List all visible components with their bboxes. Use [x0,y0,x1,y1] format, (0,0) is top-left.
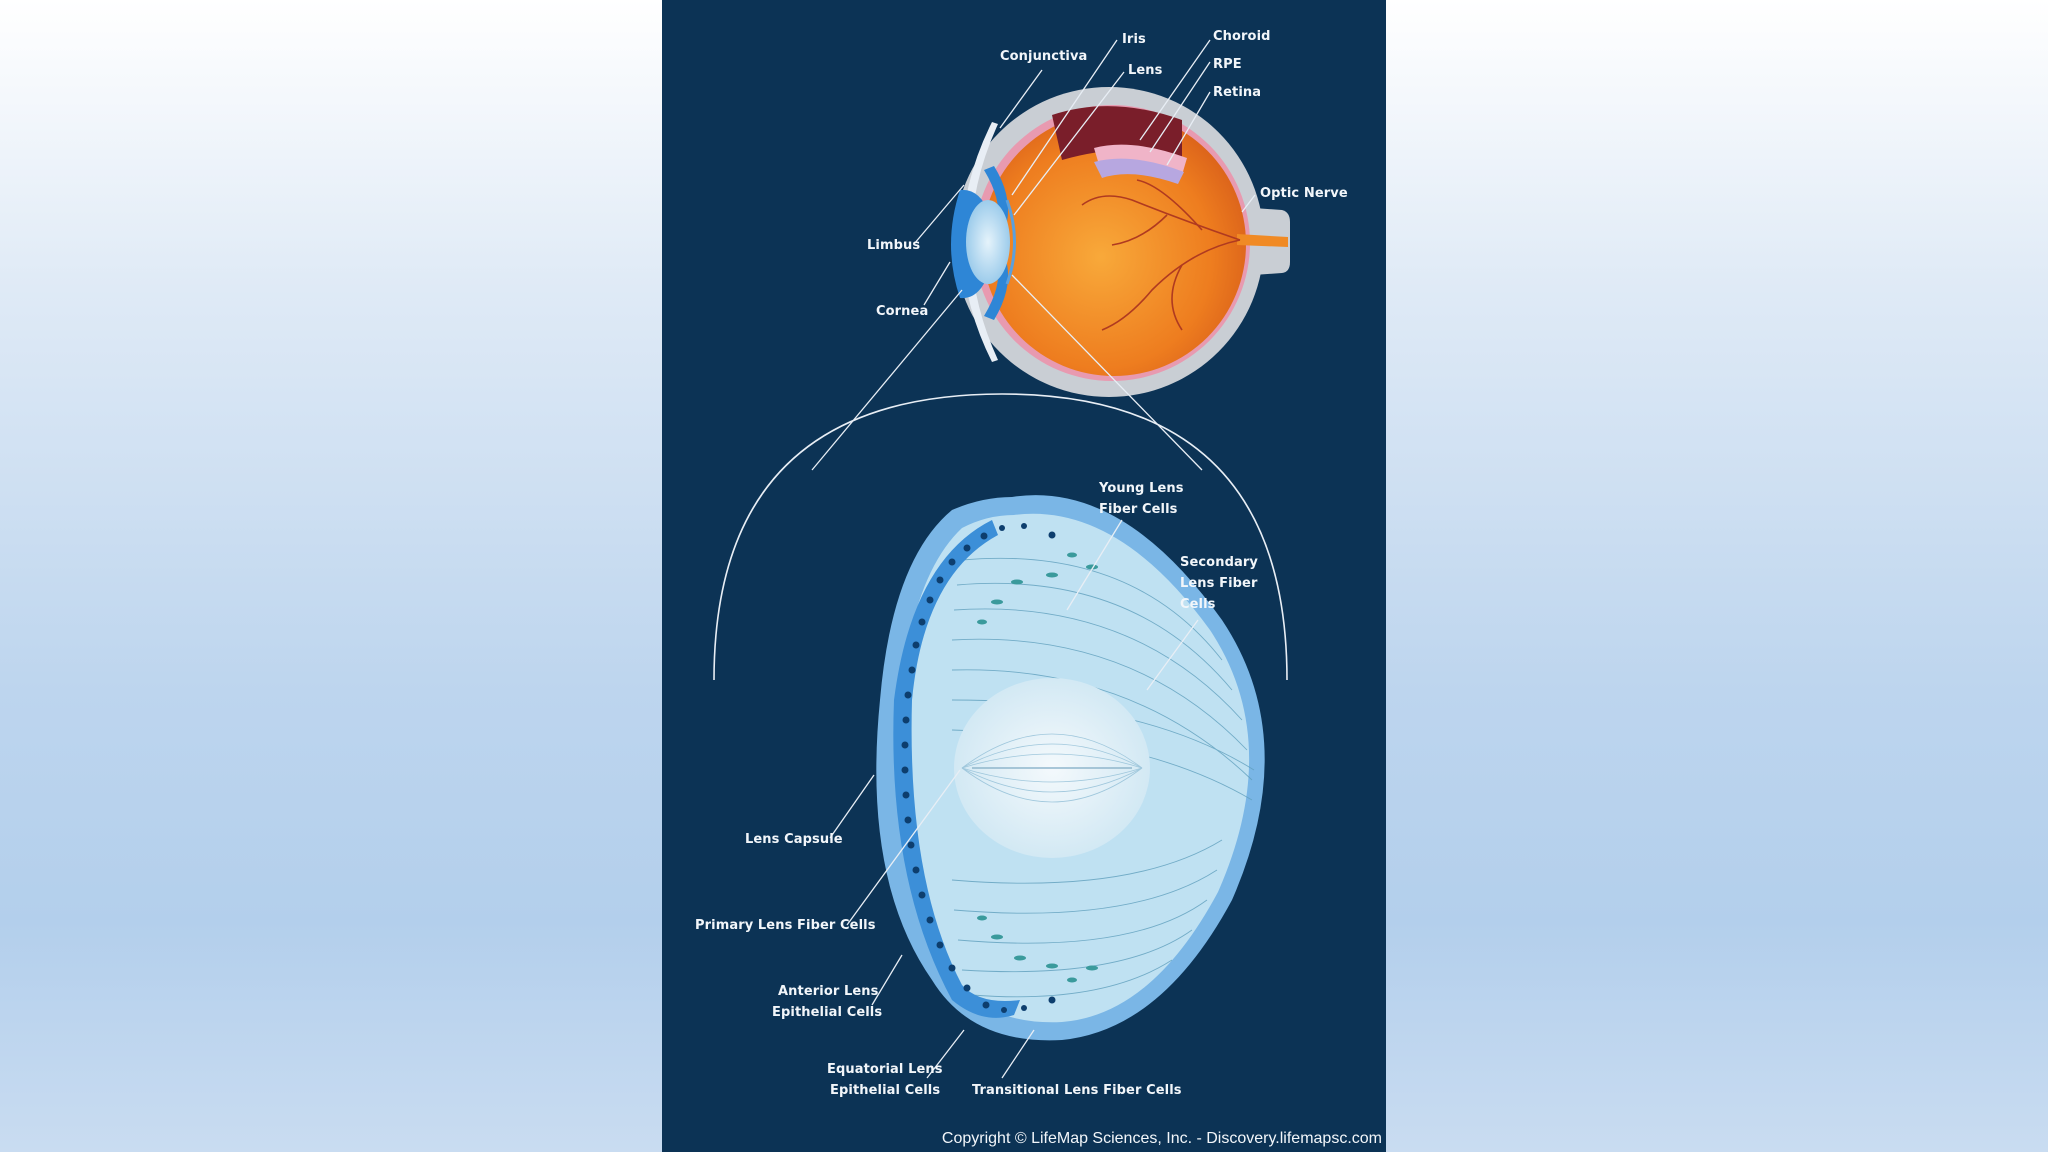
svg-text:Fiber Cells: Fiber Cells [1099,502,1178,517]
lens-leader-lines [829,519,1199,1079]
svg-text:Equatorial Lens: Equatorial Lens [827,1062,943,1077]
label-choroid: Choroid [1213,29,1271,44]
svg-text:Secondary: Secondary [1180,555,1258,570]
label-limbus: Limbus [867,238,920,253]
lens-cross-section [876,495,1265,1041]
svg-text:Young Lens: Young Lens [1098,481,1184,496]
svg-text:Cells: Cells [1180,597,1216,612]
label-lens: Lens [1128,63,1163,78]
copyright-text: Copyright © LifeMap Sciences, Inc. - Dis… [941,1130,1382,1147]
svg-text:Epithelial Cells: Epithelial Cells [830,1083,940,1098]
svg-text:Lens Fiber: Lens Fiber [1180,576,1258,591]
label-rpe: RPE [1213,57,1242,72]
label-retina: Retina [1213,85,1261,100]
label-anterior-lens-epithelial-cells: Anterior Lens Epithelial Cells [772,984,882,1020]
label-iris: Iris [1122,32,1146,47]
label-equatorial-lens-epithelial-cells: Equatorial Lens Epithelial Cells [827,1062,943,1098]
label-young-lens-fiber-cells: Young Lens Fiber Cells [1098,481,1184,517]
svg-text:Epithelial Cells: Epithelial Cells [772,1005,882,1020]
svg-text:Anterior Lens: Anterior Lens [778,984,879,999]
label-lens-capsule: Lens Capsule [745,832,843,847]
label-secondary-lens-fiber-cells: Secondary Lens Fiber Cells [1180,555,1258,612]
anterior-epithelial-cells [893,520,1056,1018]
label-primary-lens-fiber-cells: Primary Lens Fiber Cells [695,918,876,933]
label-transitional-lens-fiber-cells: Transitional Lens Fiber Cells [972,1083,1182,1098]
diagram-panel: Conjunctiva Iris Lens Choroid RPE Retina… [662,0,1386,1152]
eye-lens-diagram: Conjunctiva Iris Lens Choroid RPE Retina… [695,29,1348,1098]
label-cornea: Cornea [876,304,928,319]
label-optic-nerve: Optic Nerve [1260,186,1348,201]
label-conjunctiva: Conjunctiva [1000,49,1087,64]
eye-leader-lines [913,39,1256,306]
zoom-connector [713,274,1288,681]
eyeball [951,87,1290,397]
